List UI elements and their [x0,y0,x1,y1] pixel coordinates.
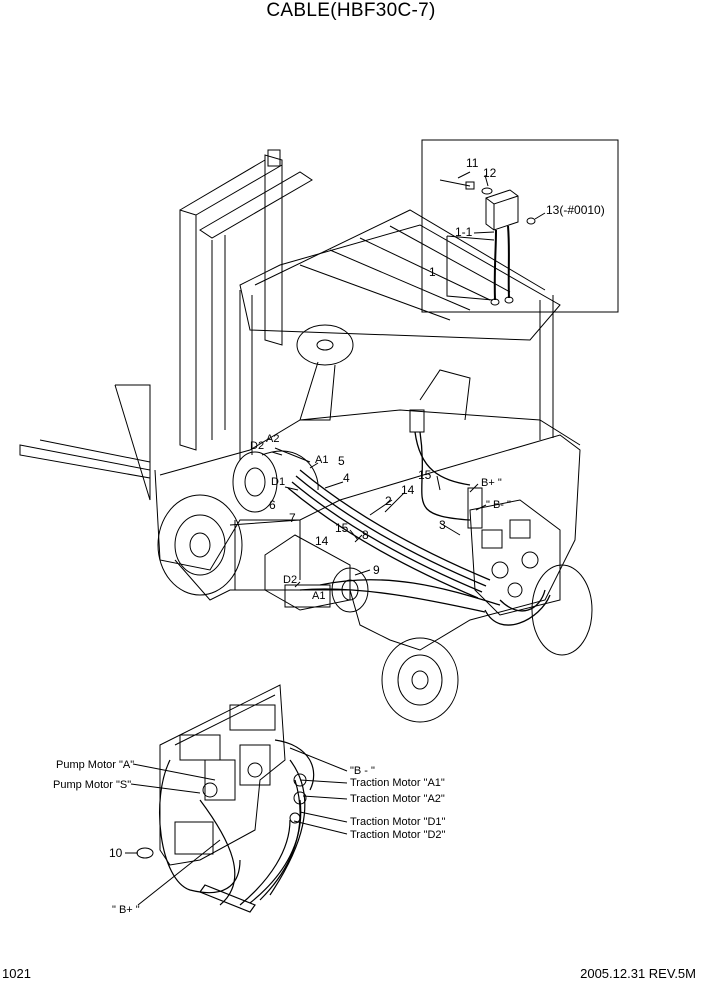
label-a1-pump: A1 [312,590,326,602]
detail-controller-view [136,684,307,866]
battery-plug [409,409,425,433]
label-traction-motor-a2: Traction Motor "A2" [350,793,445,805]
date-revision: 2005.12.31 REV.5M [580,966,696,981]
label-1: 1 [429,265,436,279]
label-13: 13(-#0010) [546,203,605,217]
truck-body [154,369,581,651]
front-wheel [157,494,243,596]
label-11: 11 [466,156,479,170]
label-7: 7 [289,511,296,525]
label-b-minus-detail: "B - " [350,765,375,777]
washer-part [481,187,493,195]
label-b-minus: " B- " [486,499,511,511]
label-a1-traction: A1 [315,454,329,466]
label-b-plus-detail: " B+ " [112,904,140,916]
label-traction-motor-d2: Traction Motor "D2" [350,829,446,841]
mast [179,149,313,451]
battery-connector-part [485,189,519,306]
label-14-lower: 14 [315,534,329,548]
label-d2-traction: D2 [250,440,265,452]
label-2: 2 [385,494,392,508]
label-traction-motor-a1: Traction Motor "A1" [350,777,445,789]
label-a2: A2 [266,433,280,445]
label-6: 6 [269,498,276,512]
nut-part [526,217,536,225]
controller-assembly [467,487,561,616]
inset-frame [421,139,619,313]
label-1-1: 1-1 [455,225,473,239]
overhead-guard [239,209,561,460]
detail-cables [159,739,315,913]
label-pump-motor-a: Pump Motor "A" [56,759,135,771]
label-d1: D1 [271,476,286,488]
label-12: 12 [483,166,497,180]
cable-bundle [287,431,551,626]
label-pump-motor-s: Pump Motor "S" [53,779,132,791]
page-title: CABLE(HBF30C-7) [266,0,436,21]
label-b-plus: B+ " [481,477,502,489]
page-number: 1021 [2,966,31,981]
rear-wheel [381,564,593,723]
label-8: 8 [362,528,369,542]
label-d2-pump: D2 [283,574,298,586]
label-5: 5 [338,454,345,468]
forks [19,384,151,501]
label-15-lower: 15 [335,521,349,535]
label-4: 4 [343,471,350,485]
label-3: 3 [439,518,446,532]
label-14-upper: 14 [401,483,415,497]
label-15-upper: 15 [418,468,432,482]
bolt-part [439,179,475,190]
steering-wheel [296,324,354,421]
label-traction-motor-d1: Traction Motor "D1" [350,816,446,828]
label-10: 10 [109,846,123,860]
label-9: 9 [373,563,380,577]
